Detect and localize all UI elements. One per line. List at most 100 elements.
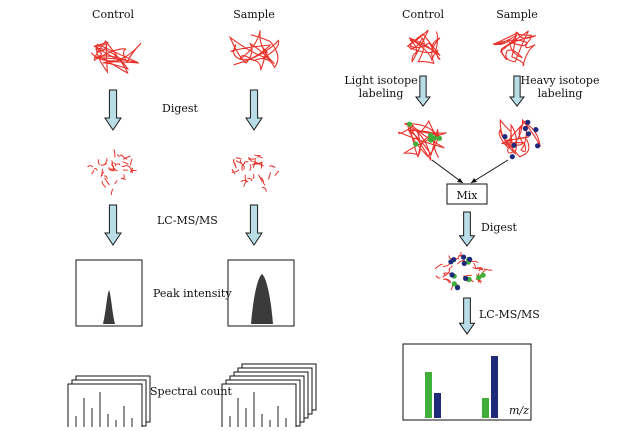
mix-label: Mix xyxy=(457,189,478,202)
converge-arrowhead-right xyxy=(471,178,477,183)
isotope-tag xyxy=(467,257,472,262)
isotope-tag xyxy=(448,259,453,264)
sample-header-right: Sample xyxy=(496,8,538,21)
peptide-fragment xyxy=(94,169,97,171)
isotope-tag xyxy=(502,134,507,139)
spectral-count-label: Spectral count xyxy=(150,385,232,398)
spectrum-sheet xyxy=(222,384,296,427)
isotope-tag xyxy=(450,272,455,277)
isotope-tag xyxy=(463,276,468,281)
heavy-peak-2 xyxy=(491,356,498,418)
isotope-tag xyxy=(510,154,515,159)
peptide-fragment xyxy=(248,178,252,180)
lcms-arrow-right xyxy=(460,298,475,334)
peptide-fragment xyxy=(122,165,127,166)
mixed-light-tags xyxy=(452,257,486,290)
peptide-fragment xyxy=(116,164,119,165)
spectra-stack-control xyxy=(68,376,150,427)
peptide-fragment xyxy=(111,189,112,194)
digest-arrow-sample xyxy=(246,90,262,130)
peptide-fragment xyxy=(270,166,275,168)
light-peak-2 xyxy=(482,398,489,418)
peptide-fragment xyxy=(122,178,126,179)
peptide-fragment xyxy=(471,261,478,262)
lcms-arrow-sample xyxy=(246,205,262,245)
sample-protein xyxy=(230,30,279,70)
converge-line-left xyxy=(432,160,463,183)
isotope-tag xyxy=(535,143,540,148)
isotope-tag xyxy=(526,131,531,136)
peak-intensity-label: Peak intensity xyxy=(153,287,232,300)
digest-arrow-right xyxy=(460,212,475,246)
peptide-fragment xyxy=(250,165,251,171)
isotope-tag xyxy=(533,127,538,132)
mixed-heavy-tags xyxy=(448,255,472,291)
digest-arrow-control xyxy=(105,90,121,130)
isotope-tag xyxy=(525,120,530,125)
control-peptides xyxy=(88,150,137,195)
isotope-tag xyxy=(511,143,516,148)
peptide-fragment xyxy=(262,187,266,191)
control-protein xyxy=(92,41,142,73)
control-header-right: Control xyxy=(402,8,444,21)
peptide-fragment xyxy=(92,170,94,173)
digest-label-right: Digest xyxy=(481,221,517,234)
isotope-tag xyxy=(476,275,481,280)
lcms-label-left: LC-MS/MS xyxy=(157,214,218,227)
light-label-arrow xyxy=(416,76,430,106)
spectra-stack-sample xyxy=(222,364,316,427)
peptide-fragment xyxy=(263,182,265,185)
peptide-fragment xyxy=(131,159,132,165)
peptide-fragment xyxy=(255,155,261,156)
isotope-tag xyxy=(432,135,437,140)
isotope-tag xyxy=(455,285,460,290)
peptide-fragment xyxy=(123,162,128,165)
sample-protein-right xyxy=(494,31,536,66)
peptide-fragment xyxy=(88,166,93,167)
lcms-arrow-control xyxy=(105,205,121,245)
peptide-fragment xyxy=(244,182,246,187)
peptide-fragment xyxy=(443,274,445,277)
peptide-fragment xyxy=(101,163,106,165)
control-header-left: Control xyxy=(92,8,134,21)
isotope-tag xyxy=(462,261,467,266)
peptide-fragment xyxy=(249,158,256,159)
peptide-fragment xyxy=(236,158,241,159)
peptide-fragment xyxy=(243,165,244,169)
light-peak-1 xyxy=(425,372,432,418)
peptide-fragment xyxy=(98,160,100,165)
peptide-fragment xyxy=(436,264,443,268)
isotope-tag xyxy=(407,122,412,127)
heavy-peak-1 xyxy=(434,393,441,418)
isotope-tag xyxy=(437,136,442,141)
light-isotope-label: Light isotope labeling xyxy=(344,74,417,100)
peptide-fragment xyxy=(253,175,254,179)
control-protein-right xyxy=(408,30,441,63)
peptide-fragment xyxy=(117,155,120,156)
heavy-isotope-label: Heavy isotope labeling xyxy=(521,74,600,100)
peptide-fragment xyxy=(114,163,116,166)
peptide-fragment xyxy=(436,276,440,278)
peptide-fragment xyxy=(449,256,451,259)
spectrum-sheet xyxy=(68,384,142,427)
peptide-fragment xyxy=(244,162,248,164)
isotope-tag xyxy=(413,142,418,147)
peptide-fragment xyxy=(114,150,115,157)
peptide-fragment xyxy=(258,157,263,158)
mz-axis-label: m/z xyxy=(509,404,529,417)
peptide-fragment xyxy=(449,266,452,270)
isotope-tag xyxy=(461,255,466,260)
peptide-fragment xyxy=(115,181,117,184)
peptide-fragment xyxy=(443,264,449,267)
sample-header-left: Sample xyxy=(233,8,275,21)
converge-line-right xyxy=(471,160,508,183)
lcms-label-right: LC-MS/MS xyxy=(479,308,540,321)
peptide-fragment xyxy=(269,173,271,180)
digest-label-left: Digest xyxy=(162,102,198,115)
peptide-fragment xyxy=(275,171,278,175)
peptide-fragment xyxy=(102,181,105,187)
isotope-tag xyxy=(523,126,528,131)
peptide-fragment xyxy=(460,252,461,256)
